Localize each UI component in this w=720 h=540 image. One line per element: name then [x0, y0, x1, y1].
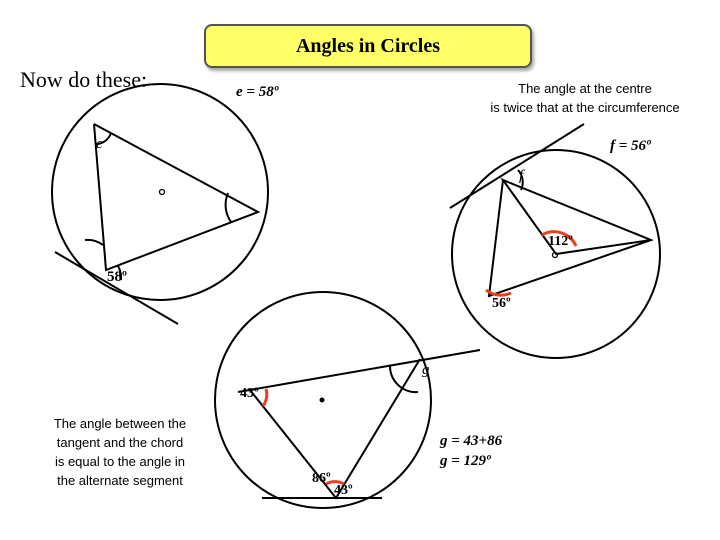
angle-arc-58 [117, 265, 123, 281]
centre-rule-note: The angle at the centre is twice that at… [470, 79, 700, 117]
figure-g [214, 291, 481, 509]
label-56: 56º [492, 296, 511, 311]
angle-arc-f [517, 169, 524, 191]
highlight-arc-56 [485, 288, 512, 297]
answer-g-line-2: g = 129º [440, 453, 491, 469]
centre-rule-line-1: The angle at the centre [518, 81, 652, 96]
label-e: e [96, 136, 103, 152]
centre-point-1 [158, 188, 166, 196]
figure-e [51, 83, 269, 325]
highlight-arc-112 [541, 230, 578, 247]
chords-2 [487, 177, 654, 298]
angle-arc-left [84, 238, 104, 246]
label-43-bottom: 43º [334, 483, 353, 498]
centre-point-3 [319, 397, 325, 403]
label-86: 86º [312, 471, 331, 486]
triangle-1 [93, 123, 261, 272]
centre-point-2 [551, 251, 559, 259]
tangent-line-1 [54, 251, 179, 325]
angle-arc-e [94, 132, 112, 146]
prompt-text: Now do these: [20, 67, 148, 92]
label-58: 58º [107, 269, 127, 285]
page-title: Angles in Circles [295, 34, 441, 57]
circle-1 [51, 83, 269, 301]
tangent-line-3 [237, 349, 481, 393]
answer-g: g = 43+86 g = 129º [440, 431, 502, 471]
angle-arc-g [388, 364, 419, 394]
label-112: 112º [548, 234, 573, 249]
tangent-line-2 [449, 123, 585, 209]
angle-arc-right [224, 192, 232, 223]
label-43-top: 43º [240, 386, 259, 401]
tangent-rule-line-2: tangent and the chord [56, 435, 184, 450]
title-box: Angles in Circles [204, 24, 532, 68]
answer-f: f = 56º [610, 138, 651, 154]
centre-rule-line-2: is twice that at the circumference [490, 100, 680, 115]
tangent-rule-line-1: The angle between the [53, 416, 187, 431]
label-f: f [519, 168, 525, 184]
label-g: g [422, 362, 430, 378]
highlight-arc-43-top [261, 388, 269, 407]
circle-3 [214, 291, 432, 509]
tangent-rule-note: The angle between the tangent and the ch… [30, 414, 210, 490]
chords-3 [249, 358, 421, 500]
answer-g-line-1: g = 43+86 [440, 433, 503, 449]
tangent-rule-line-3: is equal to the angle in [54, 454, 186, 469]
highlight-arc-86 [325, 480, 345, 486]
figure-f [449, 123, 661, 359]
circle-2 [451, 149, 661, 359]
answer-e: e = 58º [236, 84, 279, 100]
tangent-rule-line-4: the alternate segment [57, 473, 183, 488]
